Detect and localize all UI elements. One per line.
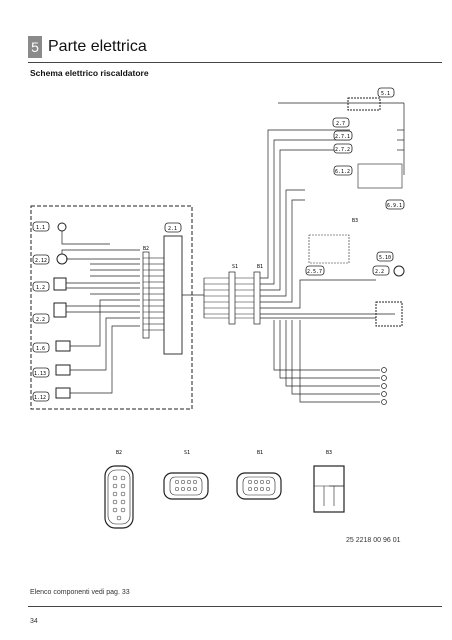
top-divider bbox=[28, 62, 442, 63]
svg-text:2.12: 2.12 bbox=[35, 258, 47, 264]
svg-text:2.1: 2.1 bbox=[168, 226, 177, 232]
svg-text:2.7.1: 2.7.1 bbox=[335, 134, 350, 140]
connector-views: B2 S1 B1 B3 bbox=[104, 450, 345, 529]
component-2-12: 2.12 bbox=[32, 253, 68, 265]
chapter-header: 5 Parte elettrica bbox=[28, 36, 147, 58]
right-wiring bbox=[260, 102, 405, 403]
left-components: 1.1 2.12 1.2 2.2 1.6 1.13 bbox=[32, 221, 71, 402]
svg-text:B3: B3 bbox=[326, 450, 332, 456]
main-harness bbox=[182, 278, 205, 318]
svg-text:5.10: 5.10 bbox=[379, 255, 391, 261]
page-number: 34 bbox=[30, 618, 38, 625]
svg-text:B2: B2 bbox=[116, 450, 122, 456]
control-unit-2-1: 2.1 bbox=[149, 222, 183, 355]
svg-text:1.2: 1.2 bbox=[36, 285, 45, 291]
component-1-2: 1.2 bbox=[32, 277, 67, 292]
chapter-number: 5 bbox=[28, 36, 42, 58]
heater-assembly-outline bbox=[30, 205, 193, 410]
connector-s1: S1 bbox=[204, 264, 254, 325]
left-wiring bbox=[61, 231, 140, 394]
section-subtitle: Schema elettrico riscaldatore bbox=[30, 68, 149, 78]
svg-text:B1: B1 bbox=[257, 450, 263, 456]
svg-text:6.9.1: 6.9.1 bbox=[387, 203, 402, 209]
connector-b2: B2 bbox=[142, 246, 150, 339]
connector-b1: B1 bbox=[253, 264, 263, 325]
svg-text:B2: B2 bbox=[143, 246, 149, 252]
figure-reference-code: 25 2218 00 96 01 bbox=[346, 537, 401, 544]
svg-text:2.2: 2.2 bbox=[36, 317, 45, 323]
svg-text:5.1: 5.1 bbox=[381, 91, 390, 97]
svg-text:2.7: 2.7 bbox=[336, 121, 345, 127]
terminal-markers bbox=[381, 367, 387, 405]
svg-text:1.6: 1.6 bbox=[36, 346, 45, 352]
svg-text:2.7.2: 2.7.2 bbox=[335, 147, 350, 153]
svg-text:6.1.2: 6.1.2 bbox=[335, 169, 350, 175]
svg-text:1.12: 1.12 bbox=[34, 395, 46, 401]
component-2-2: 2.2 bbox=[32, 302, 67, 324]
chapter-title: Parte elettrica bbox=[48, 38, 147, 55]
component-1-12: 1.12 bbox=[32, 387, 71, 402]
svg-text:B1: B1 bbox=[257, 264, 263, 270]
component-1-13: 1.13 bbox=[32, 364, 71, 378]
component-1-6: 1.6 bbox=[32, 340, 71, 353]
svg-text:B3: B3 bbox=[352, 218, 358, 224]
svg-text:S1: S1 bbox=[184, 450, 190, 456]
component-1-1: 1.1 bbox=[32, 221, 67, 232]
fuse-group: 5.1 2.7 2.7.1 2.7.2 6.1.2 6.9.1 B3 2.5.7… bbox=[305, 87, 405, 327]
svg-text:1.1: 1.1 bbox=[36, 225, 45, 231]
svg-text:S1: S1 bbox=[232, 264, 238, 270]
svg-text:1.13: 1.13 bbox=[34, 371, 46, 377]
svg-text:2.2: 2.2 bbox=[375, 269, 384, 275]
svg-text:2.5.7: 2.5.7 bbox=[307, 269, 322, 275]
component-list-note: Elenco componenti vedi pag. 33 bbox=[30, 589, 130, 596]
bottom-divider bbox=[28, 606, 442, 607]
